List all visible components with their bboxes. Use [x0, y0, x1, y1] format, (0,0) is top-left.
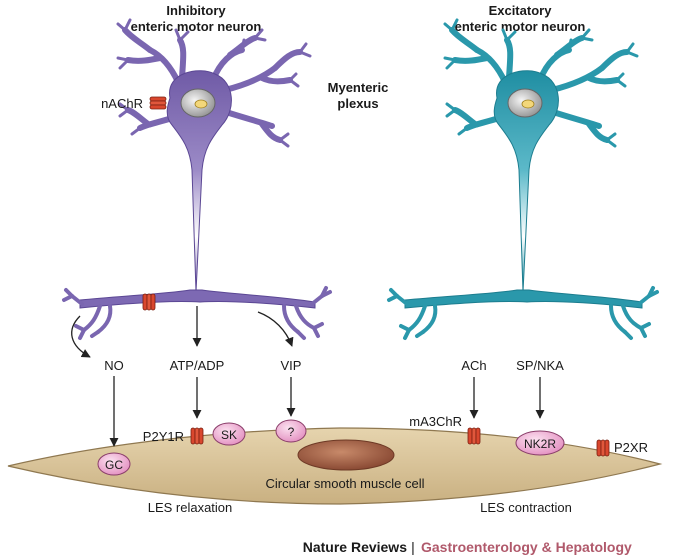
vip-label: VIP	[281, 358, 302, 373]
arrow-to-no	[71, 315, 91, 358]
gc-enzyme: GC	[97, 452, 131, 476]
nachr-label: nAChR	[101, 96, 143, 111]
unknown-receptor: ?	[275, 419, 307, 443]
ma3chr-receptor-icon	[467, 427, 481, 445]
nachr-receptor-icon	[149, 96, 167, 110]
no-label: NO	[104, 358, 124, 373]
excitatory-title-line1: Excitatory	[489, 3, 553, 18]
les-relaxation-label: LES relaxation	[148, 500, 233, 515]
les-contraction-label: LES contraction	[480, 500, 572, 515]
gc-label: GC	[105, 458, 123, 472]
muscle-cell-label: Circular smooth muscle cell	[266, 476, 425, 491]
nk2r-receptor: NK2R	[515, 430, 565, 456]
p2y1r-label: P2Y1R	[143, 429, 184, 444]
sp-nka-label: SP/NKA	[516, 358, 564, 373]
sk-channel: SK	[212, 422, 246, 446]
ma3chr-label: mA3ChR	[409, 414, 462, 429]
footer-journal: Nature Reviews	[303, 539, 407, 555]
plexus-label-line2: plexus	[337, 96, 378, 111]
plexus-label-line1: Myenteric	[328, 80, 389, 95]
ach-label: ACh	[461, 358, 486, 373]
smooth-muscle-cell	[7, 427, 663, 505]
excitatory-neuron	[387, 18, 659, 340]
p2y1r-receptor-icon	[190, 427, 204, 445]
atp-adp-label: ATP/ADP	[170, 358, 225, 373]
p2xr-receptor-icon	[596, 439, 610, 457]
inhibitory-title-line2: enteric motor neuron	[131, 19, 262, 34]
footer-subjournal: Gastroenterology & Hepatology	[421, 539, 632, 555]
nk2r-label: NK2R	[524, 437, 556, 451]
p2xr-label: P2XR	[614, 440, 648, 455]
inhibitory-neuron	[62, 18, 332, 340]
arrow-to-vip	[257, 311, 294, 347]
excitatory-title-line2: enteric motor neuron	[455, 19, 586, 34]
sk-label: SK	[221, 428, 237, 442]
inhibitory-title-line1: Inhibitory	[166, 3, 226, 18]
footer-separator: |	[411, 539, 415, 555]
terminal-receptor-icon	[142, 293, 156, 311]
unknown-receptor-label: ?	[288, 425, 295, 439]
